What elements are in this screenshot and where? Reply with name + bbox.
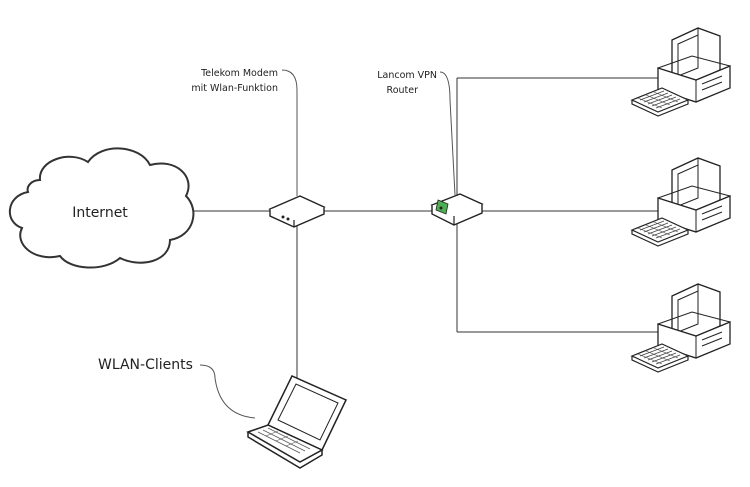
callout-lines bbox=[199, 69, 456, 419]
callout-router bbox=[439, 71, 456, 196]
cloud-icon bbox=[8, 147, 195, 269]
lancom-vpn-router: Lancom VPN Router bbox=[377, 70, 484, 226]
router-label-line1: Lancom VPN bbox=[377, 70, 437, 81]
internet-label: Internet bbox=[72, 205, 128, 221]
desktop-computer-3 bbox=[631, 283, 731, 373]
desktop-computer-icon bbox=[631, 283, 731, 373]
desktop-computer-icon bbox=[631, 157, 731, 247]
laptop-icon bbox=[246, 375, 348, 469]
wlan-clients-label: WLAN-Clients bbox=[98, 357, 193, 373]
wlan-clients: WLAN-Clients bbox=[98, 357, 348, 469]
desktop-computer-icon bbox=[631, 27, 731, 117]
connections bbox=[190, 77, 668, 382]
modem-icon bbox=[268, 195, 326, 228]
desktop-computer-1 bbox=[631, 27, 731, 117]
callout-modem bbox=[281, 69, 298, 196]
router-icon bbox=[430, 193, 484, 226]
router-label-line2: Router bbox=[387, 85, 419, 96]
desktop-computer-2 bbox=[631, 157, 731, 247]
telekom-modem: Telekom Modem mit Wlan-Funktion bbox=[191, 68, 326, 228]
callout-wlan bbox=[199, 364, 256, 419]
internet-cloud: Internet bbox=[8, 147, 195, 269]
modem-label-line1: Telekom Modem bbox=[200, 68, 278, 79]
modem-label-line2: mit Wlan-Funktion bbox=[191, 83, 278, 94]
